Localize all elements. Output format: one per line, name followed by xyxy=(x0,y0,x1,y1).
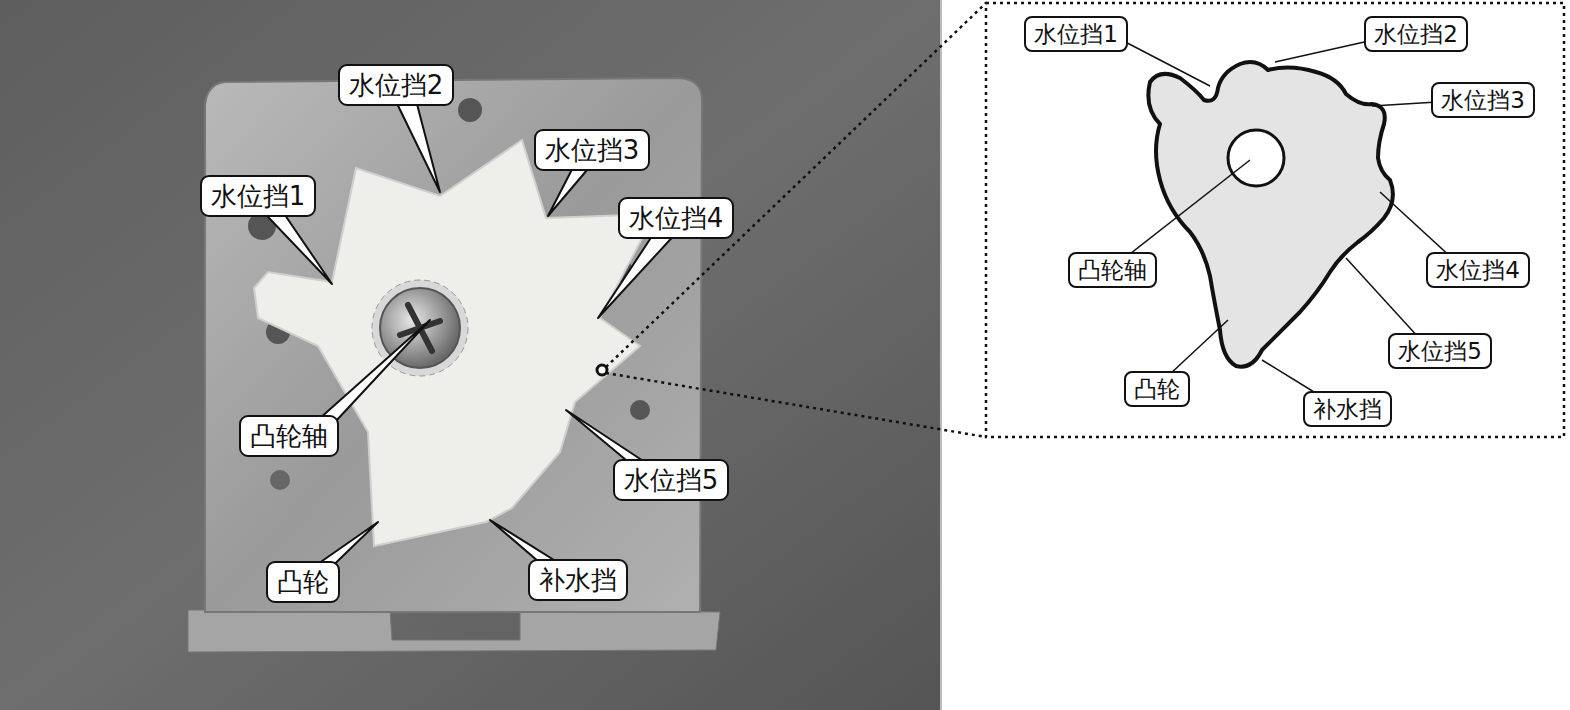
callout-box: 凸轮 xyxy=(266,561,340,604)
callout-box: 水位挡2 xyxy=(1364,16,1468,53)
callout-box: 凸轮轴 xyxy=(1068,252,1157,289)
callout-label: 补水挡 xyxy=(1313,395,1382,424)
callout-label: 水位挡5 xyxy=(624,464,719,497)
zoom-line xyxy=(606,3,1564,437)
callout-label: 水位挡2 xyxy=(1374,20,1458,49)
bracket-foot xyxy=(188,610,720,652)
callout-box: 补水挡 xyxy=(528,559,628,602)
callout-box: 水位挡3 xyxy=(534,129,651,172)
callout-box: 水位挡1 xyxy=(1024,16,1128,53)
callout-label: 补水挡 xyxy=(539,564,617,597)
callout-box: 水位挡5 xyxy=(613,459,730,502)
callout-box: 水位挡2 xyxy=(338,64,455,107)
callout-label: 水位挡1 xyxy=(211,180,306,213)
callout-label: 凸轮 xyxy=(1134,375,1180,404)
callout-label: 凸轮轴 xyxy=(250,420,328,453)
callout-label: 水位挡4 xyxy=(1436,256,1520,285)
callout-box: 水位挡5 xyxy=(1388,333,1492,370)
callout-box: 水位挡1 xyxy=(200,175,317,218)
callout-box: 凸轮 xyxy=(1124,371,1190,408)
callout-label: 水位挡1 xyxy=(1034,20,1118,49)
zoom-point xyxy=(597,365,607,375)
photo-background xyxy=(0,0,940,710)
callout-label: 凸轮 xyxy=(277,566,329,599)
callout-label: 水位挡3 xyxy=(545,134,640,167)
callout-box: 水位挡4 xyxy=(618,197,735,240)
callout-box: 凸轮轴 xyxy=(239,415,339,458)
callout-box: 水位挡4 xyxy=(1426,252,1530,289)
callout-box: 水位挡3 xyxy=(1431,82,1535,119)
callout-label: 水位挡4 xyxy=(629,202,724,235)
callout-box: 补水挡 xyxy=(1303,391,1392,428)
callout-label: 凸轮轴 xyxy=(1078,256,1147,285)
cam-shaft-hole xyxy=(1228,130,1284,186)
callout-label: 水位挡2 xyxy=(349,69,444,102)
callout-label: 水位挡5 xyxy=(1398,337,1482,366)
callout-tail xyxy=(248,85,690,582)
cam-outline xyxy=(1148,62,1393,367)
callout-label: 水位挡3 xyxy=(1441,86,1525,115)
